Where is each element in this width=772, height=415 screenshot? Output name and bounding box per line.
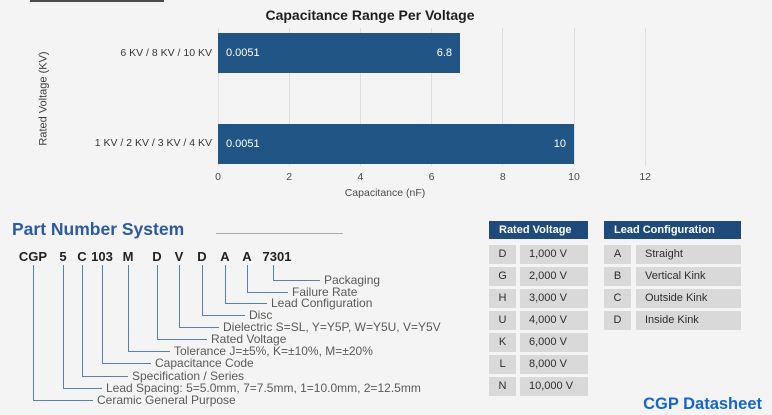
table-cell-value: Inside Kink [636,311,741,330]
table-cell-value: 2,000 V [520,267,588,286]
x-tick-6: 6 [428,171,435,183]
part-code-meaning: Lead Spacing: 5=5.0mm, 7=7.5mm, 1=10.0mm… [106,381,421,395]
connector-line [179,265,219,328]
bar: 0.0051 10 [218,124,574,164]
connector-line [128,265,170,352]
gridline-10 [573,28,575,166]
table-cell-code: N [489,377,516,396]
x-tick-8: 8 [499,171,506,183]
part-code-segment-CGP: CGP [18,249,48,264]
part-code-segment-A: A [220,249,230,264]
cgp-datasheet-link[interactable]: CGP Datasheet [643,395,762,413]
part-code-meaning: Failure Rate [292,285,358,299]
part-code-segment-103: 103 [91,249,113,264]
table-cell-code: L [489,355,516,374]
chart-title: Capacitance Range Per Voltage [265,7,475,23]
table-cell-code: U [489,311,516,330]
connector-line [247,265,288,293]
table-cell-value: 4,000 V [520,311,588,330]
x-tick-10: 10 [568,171,580,183]
table-cell-value: Vertical Kink [636,267,741,286]
table-cell-code: H [489,289,516,308]
table-cell-code: C [604,289,631,308]
part-code-meaning: Lead Configuration [271,296,373,310]
part-code-meaning: Packaging [324,273,381,287]
part-code-meaning: Tolerance J=±5%, K=±10%, M=±20% [174,344,373,358]
bar-max-label: 10 [553,138,566,150]
connector-line [225,265,267,304]
connector-line [102,265,151,364]
table-cell-value: 6,000 V [520,333,588,352]
bar: 0.0051 6.8 [218,33,460,73]
category-label: 6 KV / 8 KV / 10 KV [120,47,212,59]
x-tick-12: 12 [639,171,652,183]
part-code-segment-D: D [197,249,207,264]
x-tick-2: 2 [286,171,293,183]
part-code-meaning: Rated Voltage [211,332,287,346]
table-cell-code: G [489,267,516,286]
connector-line [202,265,245,316]
table-cell-value: 1,000 V [520,245,588,264]
table-cell-value: 3,000 V [520,289,588,308]
part-code-segment-5: 5 [59,249,67,264]
connector-line [157,265,207,340]
part-code-meaning: Dielectric S=SL, Y=Y5P, W=Y5U, V=Y5V [223,320,441,334]
chart-x-axis-title: Capacitance (nF) [344,187,426,199]
gridline-4 [359,28,361,166]
part-code-segment-C: C [77,249,87,264]
connector-line [33,265,93,401]
chart-y-axis-title: Rated Voltage (KV) [37,51,50,146]
gridline-0 [217,28,219,166]
table-cell-value: Straight [636,245,741,264]
table-cell-code: A [604,245,631,264]
table-header: Rated Voltage [489,221,588,239]
part-number-heading-underline [216,233,343,234]
table-cell-code: D [604,311,631,330]
part-number-system-heading: Part Number System [12,219,185,239]
gridline-8 [502,28,504,166]
x-tick-4: 4 [357,171,364,183]
part-code-segment-D: D [152,249,162,264]
table-cell-code: D [489,245,516,264]
bar-min-label: 0.0051 [226,138,260,150]
part-code-segment-V: V [174,249,184,264]
table-header: Lead Configuration [604,221,741,239]
table-cell-value: 8,000 V [520,355,588,374]
part-code-meaning: Specification / Series [132,369,245,383]
gridline-2 [288,28,290,166]
part-code-meaning: Capacitance Code [155,356,254,370]
gridline-6 [431,28,433,166]
part-code-meaning: Disc [249,308,273,322]
x-tick-0: 0 [215,171,221,183]
part-code-segment-A: A [242,249,252,264]
gridline-12 [644,28,646,166]
part-code-segment-7301: 7301 [262,249,292,264]
category-label: 1 KV / 2 KV / 3 KV / 4 KV [94,137,212,149]
table-cell-value: Outside Kink [636,289,741,308]
part-code-segment-M: M [122,249,134,264]
table-cell-value: 10,000 V [520,377,588,396]
part-code-meaning: Ceramic General Purpose [97,393,236,407]
connector-line [82,265,128,377]
connector-line [273,265,320,281]
bar-min-label: 0.0051 [226,47,260,59]
table-cell-code: K [489,333,516,352]
connector-line [63,265,102,389]
table-cell-code: B [604,267,631,286]
cropped-heading-underline [30,0,164,2]
bar-max-label: 6.8 [436,47,452,59]
